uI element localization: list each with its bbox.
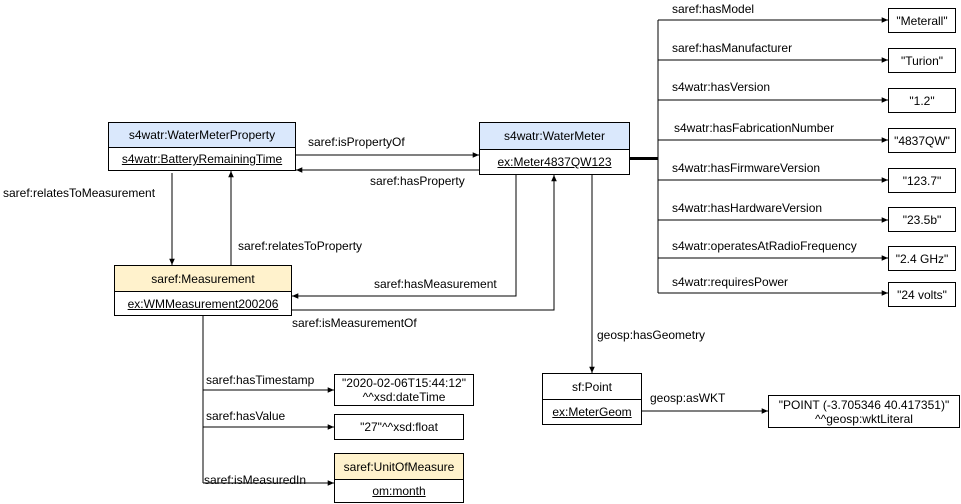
- node-instance-label: ex:Meter4837QW123: [497, 155, 612, 169]
- edge-label-operates-at-radio-frequency: s4watr:operatesAtRadioFrequency: [672, 239, 857, 253]
- literal-text: "123.7": [902, 173, 942, 188]
- measurement-node[interactable]: saref:Measurement ex:WMMeasurement200206: [114, 265, 292, 316]
- edge-label-has-timestamp: saref:hasTimestamp: [206, 373, 315, 387]
- node-instance-label: om:month: [372, 484, 426, 498]
- node-type-label: s4watr:WaterMeter: [480, 123, 629, 150]
- literal-model[interactable]: "Meterall": [888, 8, 956, 33]
- edge-label-is-property-of: saref:isPropertyOf: [308, 135, 405, 149]
- edge-label-requires-power: s4watr:requiresPower: [672, 275, 789, 289]
- water-meter-property-node[interactable]: s4watr:WaterMeterProperty s4watr:Battery…: [108, 122, 296, 171]
- literal-text-line2: ^^xsd:dateTime: [362, 390, 446, 404]
- edge-label-has-value: saref:hasValue: [206, 409, 286, 423]
- literal-radio-frequency[interactable]: "2.4 GHz": [888, 246, 956, 271]
- unit-of-measure-node[interactable]: saref:UnitOfMeasure om:month: [334, 453, 464, 503]
- edge-label-as-wkt: geosp:asWKT: [650, 391, 726, 405]
- literal-text: "4837QW": [894, 133, 950, 148]
- node-instance-label: ex:MeterGeom: [552, 405, 632, 419]
- literal-text: "2.4 GHz": [895, 251, 949, 266]
- literal-value[interactable]: "27"^^xsd:float: [334, 414, 464, 440]
- literal-firmware-version[interactable]: "123.7": [888, 168, 956, 193]
- node-instance-label: ex:WMMeasurement200206: [127, 296, 279, 311]
- edge-label-has-model: saref:hasModel: [672, 2, 755, 16]
- literal-text: "Meterall": [896, 13, 948, 28]
- literal-text-line2: ^^geosp:wktLiteral: [815, 411, 913, 426]
- edge-label-has-manufacturer: saref:hasManufacturer: [672, 41, 793, 55]
- literal-power[interactable]: "24 volts": [888, 282, 956, 307]
- literal-timestamp[interactable]: "2020-02-06T15:44:12" ^^xsd:dateTime: [334, 374, 474, 406]
- point-node[interactable]: sf:Point ex:MeterGeom: [542, 373, 642, 425]
- edge-label-is-measured-in: saref:isMeasuredIn: [204, 473, 307, 487]
- literal-text: "27"^^xsd:float: [360, 420, 438, 434]
- edge-label-has-property: saref:hasProperty: [370, 174, 465, 188]
- has-measurement-arrow: [292, 175, 517, 299]
- meter-bus-thick-connector: [630, 157, 658, 160]
- literal-version[interactable]: "1.2": [888, 88, 956, 113]
- literal-text: "23.5b": [902, 212, 942, 227]
- edge-label-relates-to-property: saref:relatesToProperty: [238, 239, 363, 253]
- node-type-label: saref:UnitOfMeasure: [335, 454, 463, 480]
- literal-wkt[interactable]: "POINT (-3.705346 40.417351)" ^^geosp:wk…: [768, 395, 960, 428]
- literal-text: "1.2": [909, 93, 935, 108]
- edge-label-has-firmware-version: s4watr:hasFirmwareVersion: [672, 161, 821, 175]
- literal-text-line1: "2020-02-06T15:44:12": [342, 376, 466, 390]
- water-meter-node[interactable]: s4watr:WaterMeter ex:Meter4837QW123: [479, 122, 630, 175]
- literal-hardware-version[interactable]: "23.5b": [888, 207, 956, 232]
- node-instance-label: s4watr:BatteryRemainingTime: [121, 152, 283, 166]
- edge-label-has-measurement: saref:hasMeasurement: [374, 277, 497, 291]
- literal-fabrication-number[interactable]: "4837QW": [888, 128, 956, 153]
- edge-label-relates-to-measurement: saref:relatesToMeasurement: [3, 186, 156, 200]
- edge-label-has-version: s4watr:hasVersion: [672, 80, 771, 94]
- edge-label-has-fabrication-number: s4watr:hasFabricationNumber: [674, 121, 835, 135]
- edge-label-has-hardware-version: s4watr:hasHardwareVersion: [672, 201, 823, 215]
- literal-text: "Turion": [900, 53, 944, 68]
- literal-text-line1: "POINT (-3.705346 40.417351)": [778, 397, 950, 412]
- is-measurement-of-arrow: [292, 175, 557, 311]
- node-type-label: s4watr:WaterMeterProperty: [109, 123, 295, 148]
- literal-manufacturer[interactable]: "Turion": [888, 48, 956, 73]
- edge-label-has-geometry: geosp:hasGeometry: [597, 328, 706, 342]
- node-type-label: saref:Measurement: [115, 266, 291, 292]
- node-type-label: sf:Point: [543, 374, 641, 400]
- edge-label-is-measurement-of: saref:isMeasurementOf: [292, 316, 417, 330]
- literal-text: "24 volts": [897, 287, 947, 302]
